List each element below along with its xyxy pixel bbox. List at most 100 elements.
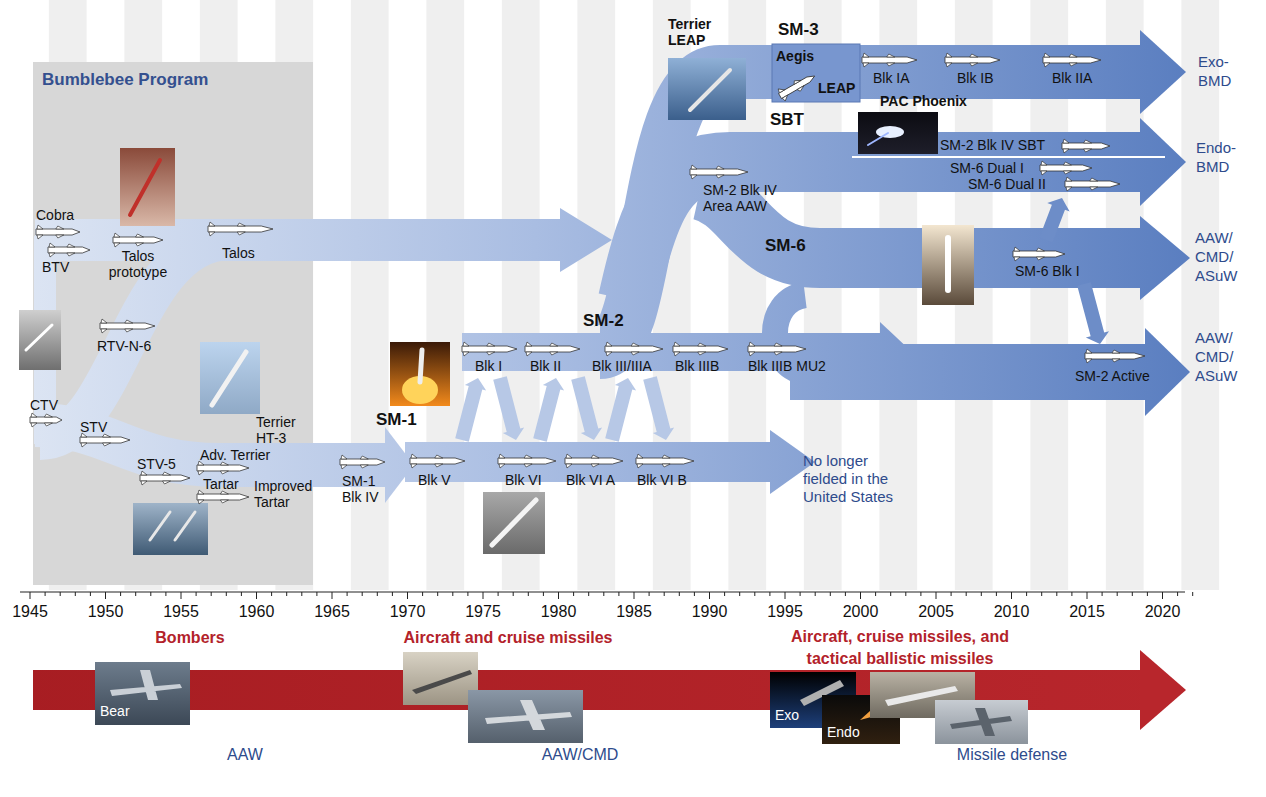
upgrade-arrow [493,376,524,440]
photo [120,148,175,226]
missile-label: SM-2 Active [1075,368,1150,384]
axis-tick [1056,592,1057,596]
missile-label: SM-6 Dual II [968,176,1046,192]
year-label: 1965 [314,603,350,621]
photo [133,503,208,555]
missile-label: STV-5 [137,456,176,472]
missile-label: Blk IB [957,70,994,86]
year-label: 2020 [1145,603,1181,621]
photo-detail [420,350,422,382]
missile-label: Adv. Terrier [200,447,270,463]
mission-label: Exo-BMD [1198,52,1242,90]
axis-tick [105,592,106,599]
missile-icon [208,222,273,236]
mission-label: AAW/CMD/ASuW [1195,228,1239,285]
missile-label: Talos [222,245,255,261]
axis-tick [256,592,257,599]
missile-icon [498,454,556,468]
missile-icon [673,342,728,356]
axis-tick [649,592,650,596]
axis-tick [754,592,755,596]
axis-tick [800,592,801,596]
axis-tick [1011,592,1012,599]
axis-tick [407,592,408,599]
missile-label: Cobra [36,207,74,223]
program-label: SM-3 [778,20,819,40]
missile-icon [777,70,819,102]
missile-icon [30,413,62,427]
missile-icon [1065,177,1120,191]
upgrade-arrow [1077,282,1109,344]
program-box: Bumblebee Program [33,62,313,585]
axis-tick [1192,592,1193,596]
band-arrowhead [1145,328,1190,416]
threat-label: Bombers [155,627,224,649]
axis-tick [1041,592,1042,596]
photo-detail [412,670,472,694]
threat-photo [468,690,583,743]
photo-detail [876,126,904,138]
axis-tick [830,592,831,596]
photo-detail [130,160,160,215]
axis-tick [1177,592,1178,596]
missile-label: Blk III/IIIA [592,358,652,374]
missile-label: SM-2 Blk IV SBT [940,137,1045,153]
upgrade-arrow [571,376,602,440]
threat-label: Aircraft, cruise missiles, and tactical … [786,626,1014,670]
axis-tick [951,592,952,596]
axis-tick [241,592,242,596]
missile-label: Blk VI [505,472,542,488]
family-band [700,190,1140,258]
photo [922,225,974,305]
photo-detail [26,325,52,350]
axis-tick [769,592,770,596]
missile-icon [605,342,663,356]
axis-tick [196,592,197,596]
program-label: Terrier LEAP [668,16,728,48]
missile-label: STV [80,419,107,435]
axis-tick [513,592,514,596]
photo-detail [212,352,246,405]
axis-tick [860,592,861,599]
band-arrowhead [770,430,815,494]
program-label: SM-2 [583,311,624,331]
mission-label: AAW/CMD [542,746,619,764]
axis-tick [75,592,76,596]
missile-label: BTV [42,259,69,275]
missile-label: Blk IIIB MU2 [748,358,826,374]
photo-detail [868,133,888,145]
photo [668,58,746,120]
sm3-panel [772,44,860,102]
axis-tick [618,592,619,596]
threat-arrowhead [1140,650,1186,730]
axis-tick [150,592,151,596]
year-label: 1950 [88,603,124,621]
program-label: SM-6 [765,236,806,256]
missile-label: Talos prototype [103,248,173,280]
band-arrowhead [1140,118,1186,206]
axis-tick [452,592,453,596]
photo [390,342,450,406]
missile-icon [410,454,465,468]
threat-photo [403,652,478,705]
photo-detail [950,708,1012,736]
missile-label: SM-1 Blk IV [342,473,390,505]
missile-icon [945,53,1000,67]
missile-icon [48,243,90,257]
year-label: 2000 [843,603,879,621]
year-label: 1955 [163,603,199,621]
axis-tick [45,592,46,596]
missile-label: Blk VI A [566,472,615,488]
upgrade-arrow [533,378,564,442]
program-box-ground [33,62,313,585]
missile-icon [525,342,580,356]
axis-tick [709,592,710,599]
axis-tick [528,592,529,596]
mission-label: Missile defense [957,746,1067,764]
axis-tick [936,592,937,599]
missile-icon [748,342,806,356]
missile-icon [862,53,917,67]
missile-icon [636,454,694,468]
axis-tick [1102,592,1103,596]
photo-detail [175,512,195,540]
